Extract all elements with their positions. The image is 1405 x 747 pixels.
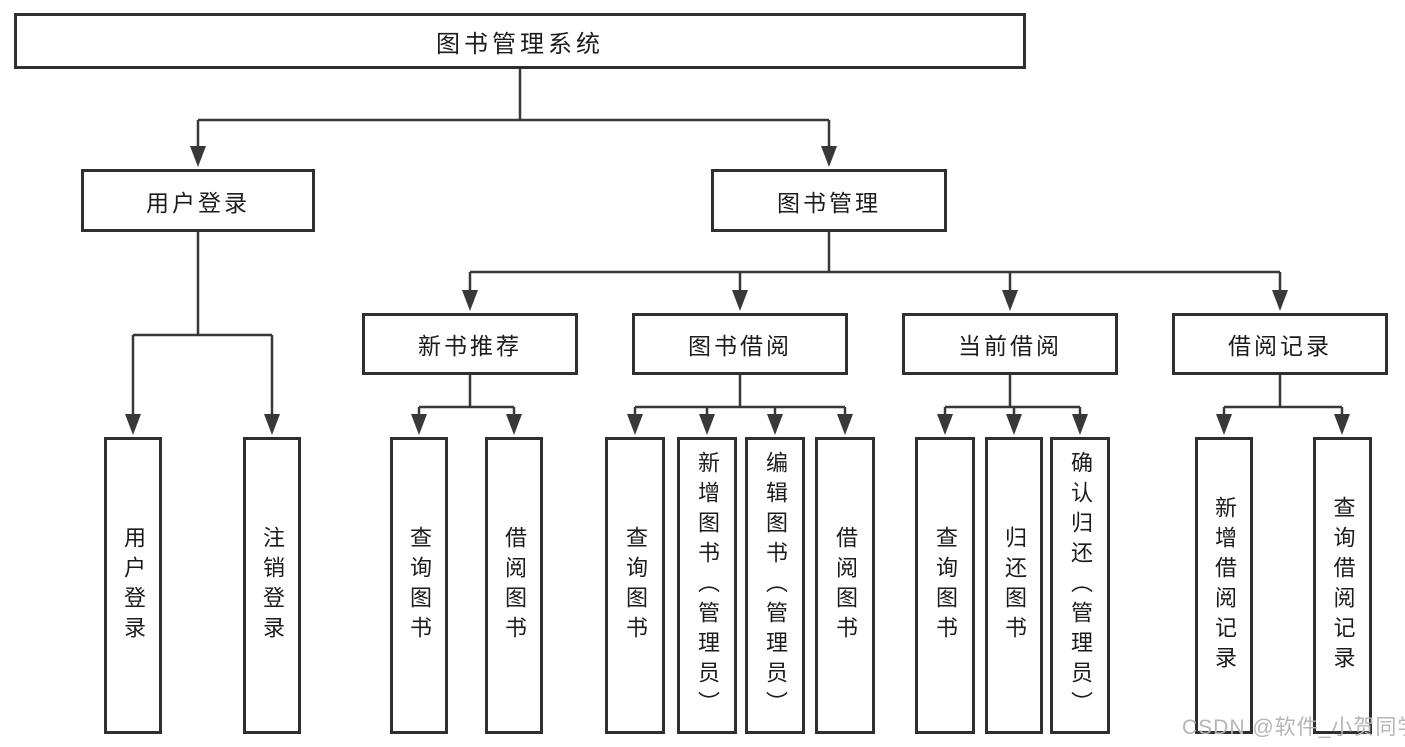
leaf-label: 查询借阅记录	[1330, 495, 1356, 676]
leaf-borrow-books-recommend: 借阅图书	[485, 437, 543, 734]
leaf-label: 查询图书	[933, 525, 958, 646]
leaf-label: 新增图书（管理员）	[695, 450, 720, 721]
node-user-login: 用户登录	[81, 169, 315, 232]
node-label: 新书推荐	[418, 333, 522, 359]
leaf-query-borrow-record: 查询借阅记录	[1313, 437, 1372, 734]
leaf-label: 确认归还（管理员）	[1068, 450, 1093, 721]
node-borrowing-records: 借阅记录	[1172, 313, 1388, 375]
node-label: 图书管理	[777, 189, 881, 216]
node-book-borrowing: 图书借阅	[632, 313, 848, 375]
node-label: 当前借阅	[958, 333, 1062, 359]
leaf-label: 查询图书	[623, 525, 648, 646]
leaf-borrow-books-borrowing: 借阅图书	[815, 437, 875, 734]
node-book-management: 图书管理	[711, 169, 947, 232]
node-label: 图书借阅	[688, 333, 792, 359]
leaf-label: 查询图书	[407, 525, 432, 646]
leaf-label: 用户登录	[121, 525, 146, 646]
leaf-label: 编辑图书（管理员）	[763, 450, 788, 721]
node-library-system: 图书管理系统	[14, 13, 1026, 69]
node-current-borrowing: 当前借阅	[902, 313, 1118, 375]
leaf-add-book-admin: 新增图书（管理员）	[677, 437, 737, 734]
leaf-confirm-return-admin: 确认归还（管理员）	[1050, 437, 1110, 734]
leaf-label: 借阅图书	[833, 525, 858, 646]
leaf-edit-book-admin: 编辑图书（管理员）	[745, 437, 805, 734]
node-label: 用户登录	[146, 189, 250, 216]
leaf-query-books-borrowing: 查询图书	[605, 437, 665, 734]
leaf-add-borrow-record: 新增借阅记录	[1195, 437, 1253, 734]
leaf-label: 新增借阅记录	[1212, 495, 1237, 676]
watermark: CSDN @软件_小贺同学	[1182, 716, 1405, 739]
node-label: 借阅记录	[1228, 333, 1332, 359]
leaf-query-books-current: 查询图书	[915, 437, 975, 734]
leaf-query-books-recommend: 查询图书	[390, 437, 448, 734]
leaf-return-books: 归还图书	[985, 437, 1043, 734]
node-label: 图书管理系统	[436, 30, 604, 58]
leaf-label: 借阅图书	[502, 525, 527, 646]
leaf-label: 注销登录	[260, 525, 285, 646]
leaf-user-login: 用户登录	[104, 437, 162, 734]
node-new-book-recommend: 新书推荐	[362, 313, 578, 375]
leaf-logout-login: 注销登录	[243, 437, 301, 734]
leaf-label: 归还图书	[1002, 525, 1027, 646]
